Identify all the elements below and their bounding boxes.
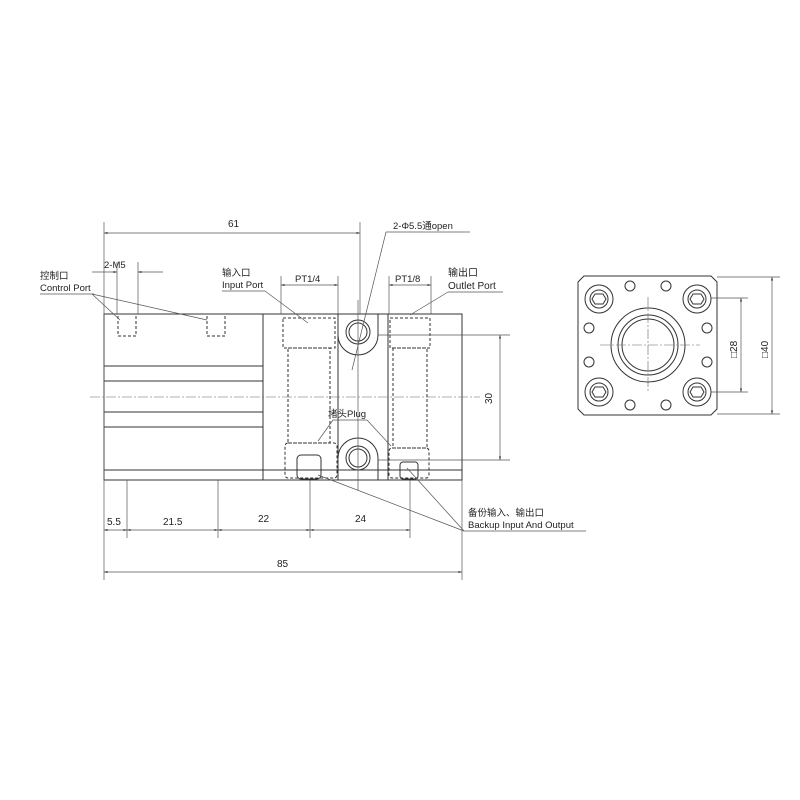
screw-bottom-right — [682, 377, 712, 407]
input-port-en: Input Port — [222, 280, 264, 291]
screw-top-right — [682, 284, 712, 314]
side-view — [90, 300, 480, 490]
control-port-cn: 控制口 — [40, 270, 69, 282]
dimensions: 61 85 5.5 21.5 22 24 30 — [103, 219, 510, 580]
plug-label: 堵头Plug — [328, 408, 366, 420]
backup-cn: 备份输入、输出口 — [468, 507, 544, 519]
end-view-outline — [577, 275, 718, 416]
dim-square-40: □40 — [760, 340, 771, 358]
dim-5-5: 5.5 — [107, 517, 121, 528]
dim-21-5: 21.5 — [163, 517, 183, 528]
screw-top-left — [584, 284, 614, 314]
dim-24: 24 — [355, 514, 367, 525]
outlet-thread: PT1/8 — [395, 274, 420, 285]
control-port-en: Control Port — [40, 283, 91, 294]
outlet-port-cn: 输出口 — [448, 266, 478, 279]
end-view: □28 □40 — [577, 275, 780, 416]
mount-hole-label: 2-Φ5.5通open — [393, 221, 453, 232]
dim-85: 85 — [277, 559, 289, 570]
input-thread: PT1/4 — [295, 274, 320, 285]
dim-square-28: □28 — [729, 340, 740, 358]
outlet-port-en: Outlet Port — [448, 281, 496, 292]
dim-30: 30 — [484, 392, 495, 404]
screw-bottom-left — [584, 377, 614, 407]
input-port-cn: 输入口 — [222, 267, 251, 279]
dim-22: 22 — [258, 514, 270, 525]
backup-en: Backup Input And Output — [468, 520, 574, 531]
dim-61: 61 — [228, 219, 240, 230]
annotations: 控制口 Control Port 2-M5 输入口 Input Port PT1… — [40, 221, 586, 532]
control-thread: 2-M5 — [104, 260, 126, 271]
